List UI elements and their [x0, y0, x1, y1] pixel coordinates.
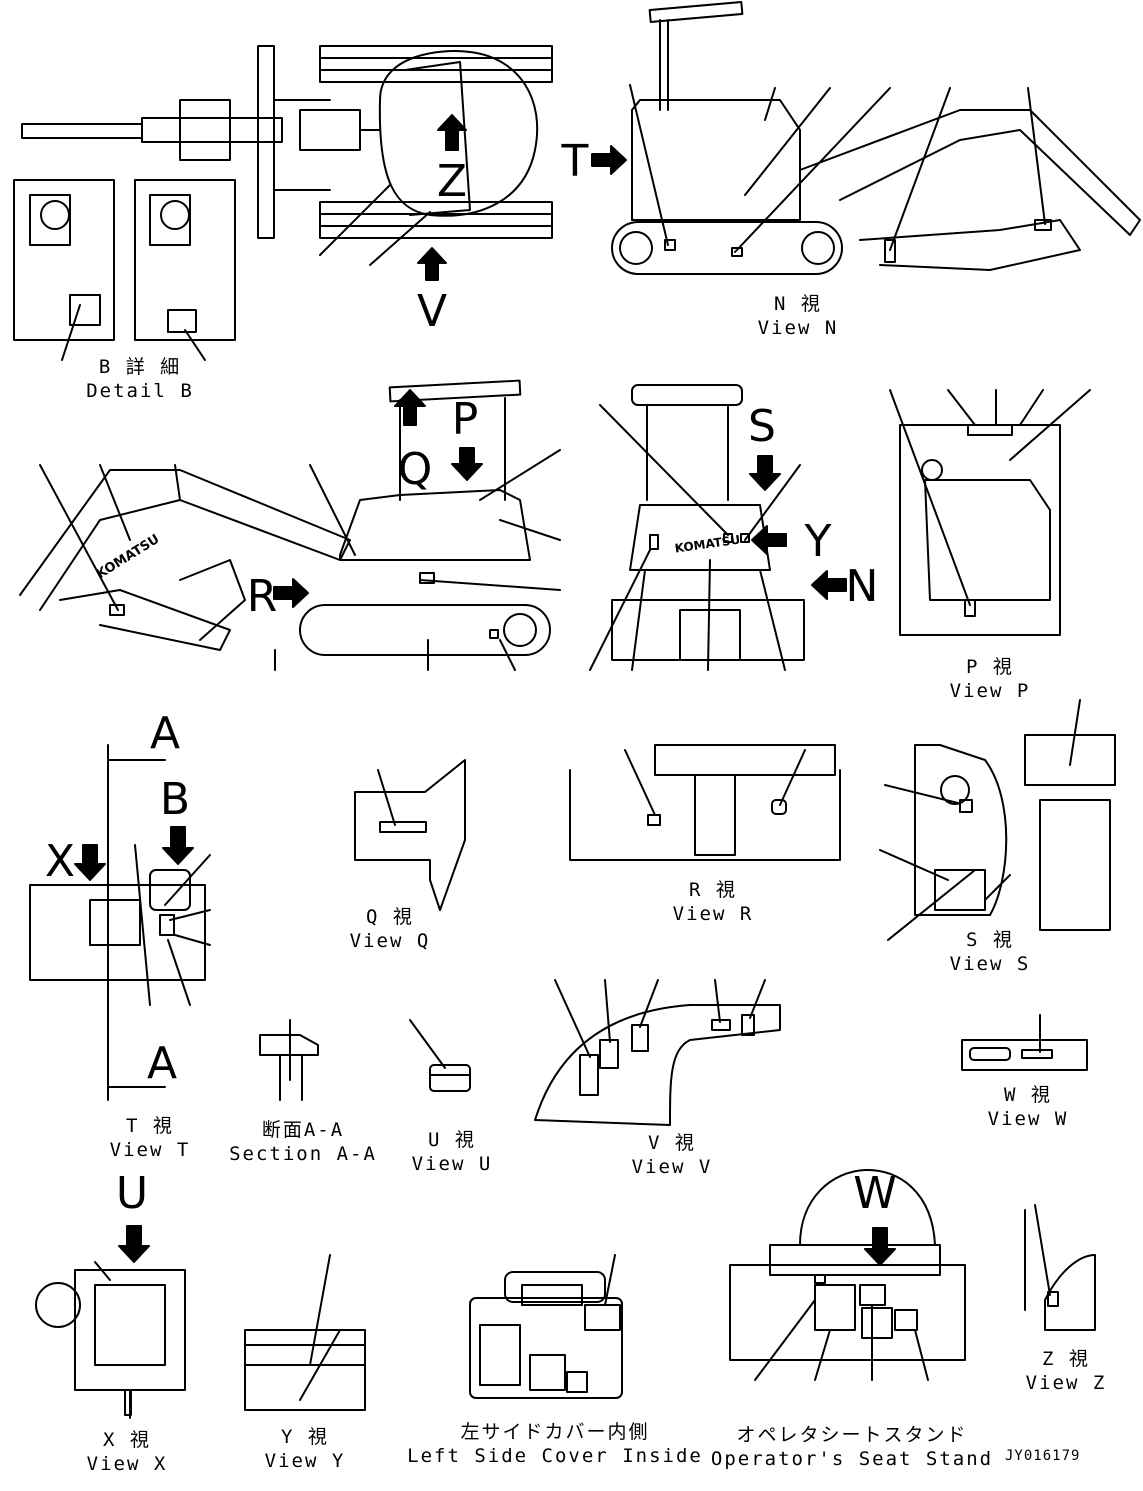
brand-lettering-1: KOMATSU — [94, 532, 162, 583]
view-p-drawing — [889, 389, 1091, 636]
label-a-top: A — [149, 708, 181, 759]
view-v-drawing — [534, 979, 781, 1126]
section-aa-drawing — [259, 1019, 319, 1101]
label-v: V — [416, 286, 448, 337]
label-y: Y — [804, 516, 832, 567]
view-q-drawing — [354, 759, 466, 911]
seat-stand-drawing — [729, 1169, 966, 1381]
brand-lettering-2: KOMATSU — [674, 533, 741, 556]
label-a-bottom: A — [146, 1038, 178, 1089]
view-z-drawing — [1024, 1204, 1096, 1331]
label-u: U — [115, 1168, 149, 1219]
label-n: N — [845, 561, 879, 612]
label-s: S — [748, 401, 776, 452]
label-t: T — [561, 136, 589, 187]
rear-view-drawing — [589, 384, 847, 671]
view-u-drawing — [409, 1019, 471, 1092]
detail-b-drawing — [13, 179, 236, 361]
view-n-drawing — [591, 1, 1141, 275]
label-x: X — [44, 836, 76, 887]
side-view-drawing — [19, 379, 561, 671]
label-z: Z — [436, 156, 468, 207]
view-t-drawing — [29, 744, 211, 1101]
drawing-number: JY016179 — [1005, 1448, 1081, 1464]
label-p: P — [451, 394, 479, 445]
view-s-drawing — [879, 699, 1116, 941]
label-r: R — [246, 571, 278, 622]
label-q: Q — [397, 444, 433, 495]
view-y-drawing — [244, 1254, 366, 1411]
left-side-cover-drawing — [469, 1254, 623, 1399]
label-w: W — [853, 1168, 897, 1219]
view-r-drawing — [569, 744, 841, 861]
top-view-drawing — [21, 45, 553, 281]
view-x-drawing — [35, 1225, 186, 1419]
label-b: B — [159, 774, 191, 825]
view-w-drawing — [961, 1014, 1088, 1071]
